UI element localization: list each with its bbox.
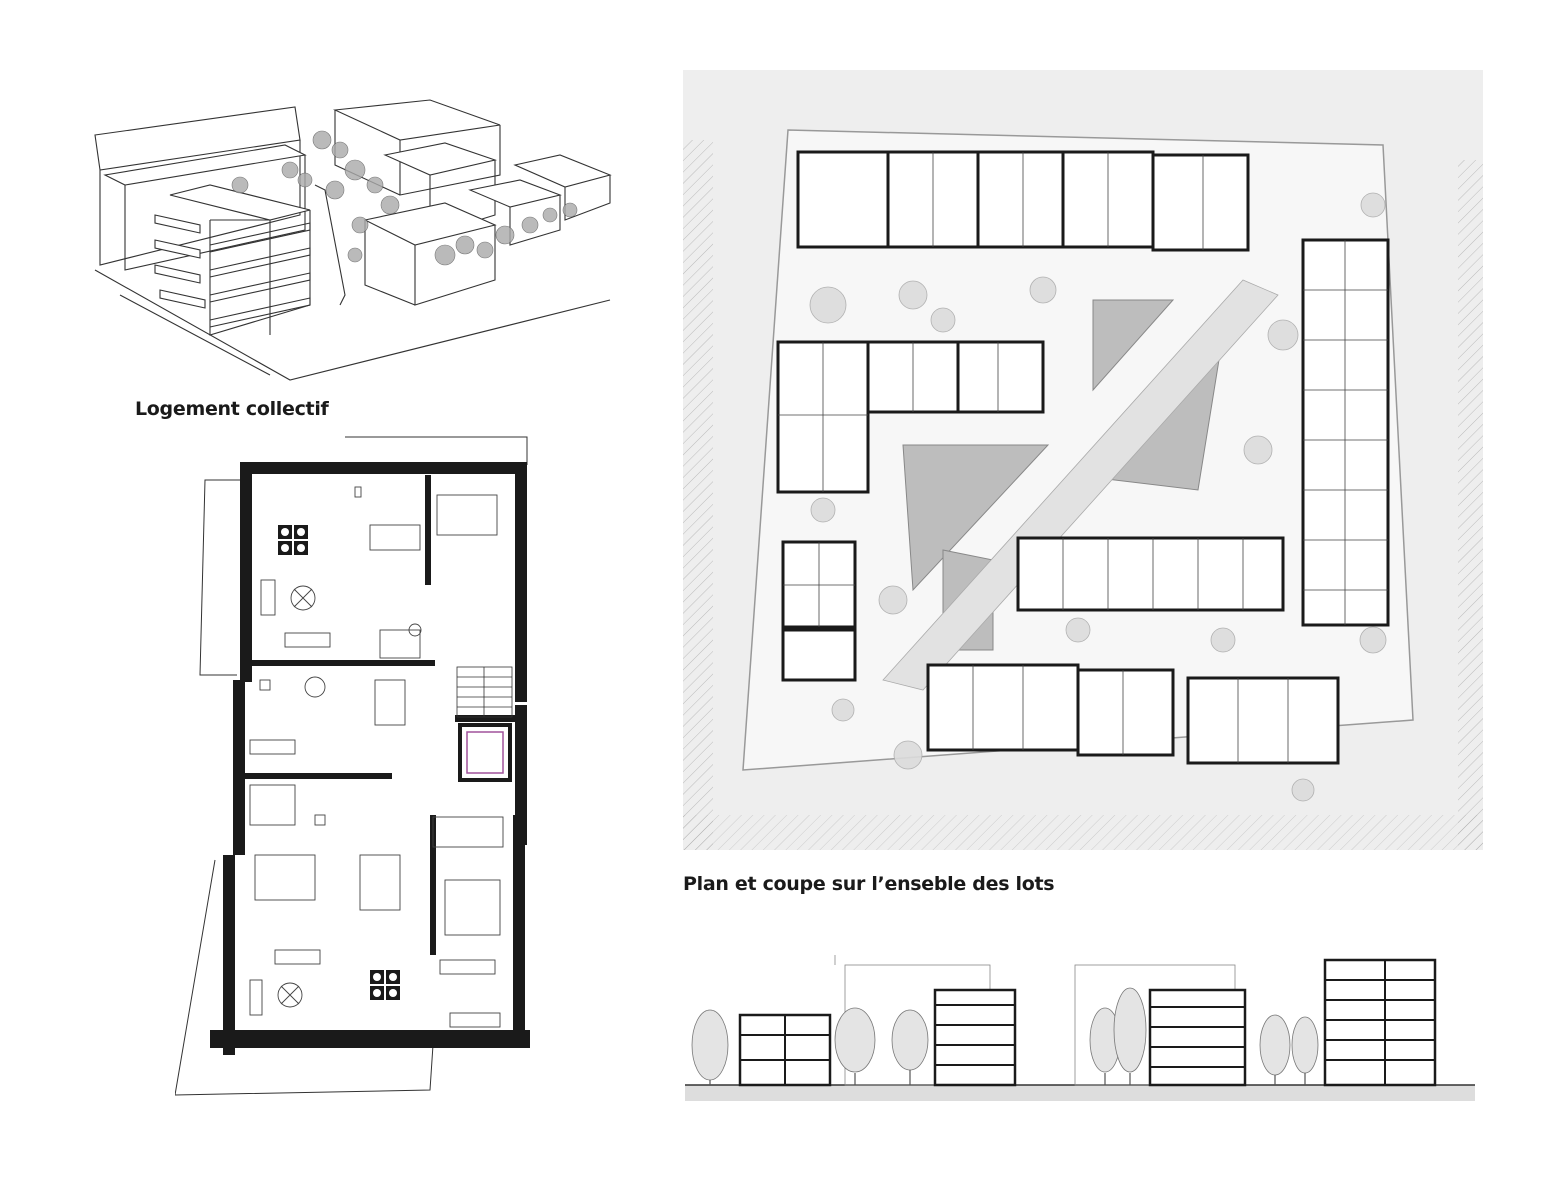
site-plan-drawing <box>683 70 1483 850</box>
site-section <box>685 935 1475 1105</box>
floor-plan-drawing <box>175 436 530 1096</box>
axonometric-drawing <box>94 99 612 381</box>
apartment-floor-plan <box>175 435 535 1115</box>
axonometric-sketch <box>90 95 620 385</box>
section-drawing <box>685 955 1475 1101</box>
site-plan-caption: Plan et coupe sur l’enseble des lots <box>683 873 1055 895</box>
axonometry-caption: Logement collectif <box>135 398 329 420</box>
site-plan <box>683 70 1483 850</box>
